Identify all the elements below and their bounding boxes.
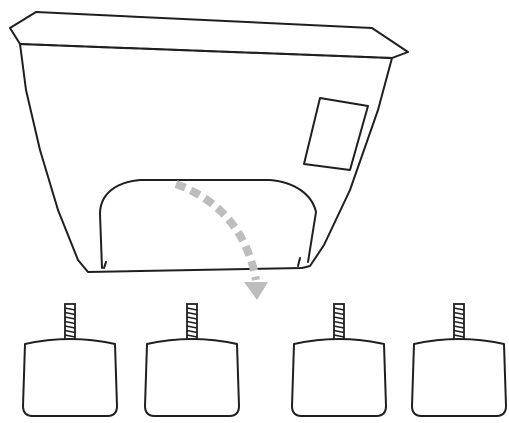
screw-foot-icon <box>412 304 506 416</box>
device-side-panel <box>20 44 392 272</box>
foot-rubber-body <box>412 339 506 416</box>
device-inner-mark-left <box>104 262 106 268</box>
device-bottom-cavity <box>100 180 316 268</box>
screw-foot-icon <box>145 304 239 416</box>
screw-foot-icon <box>292 304 386 416</box>
screw-foot-icon <box>23 304 117 416</box>
arrow-dashed-path <box>176 184 256 280</box>
arrow-head <box>244 282 268 300</box>
foot-rubber-body <box>292 339 386 416</box>
device-side-slot <box>304 98 368 170</box>
foot-rubber-body <box>23 339 117 416</box>
device-inner-mark-right <box>298 258 300 266</box>
dashed-curved-arrow-icon <box>176 184 268 300</box>
feet-row <box>23 304 506 416</box>
device-body <box>10 12 408 272</box>
foot-rubber-body <box>145 339 239 416</box>
